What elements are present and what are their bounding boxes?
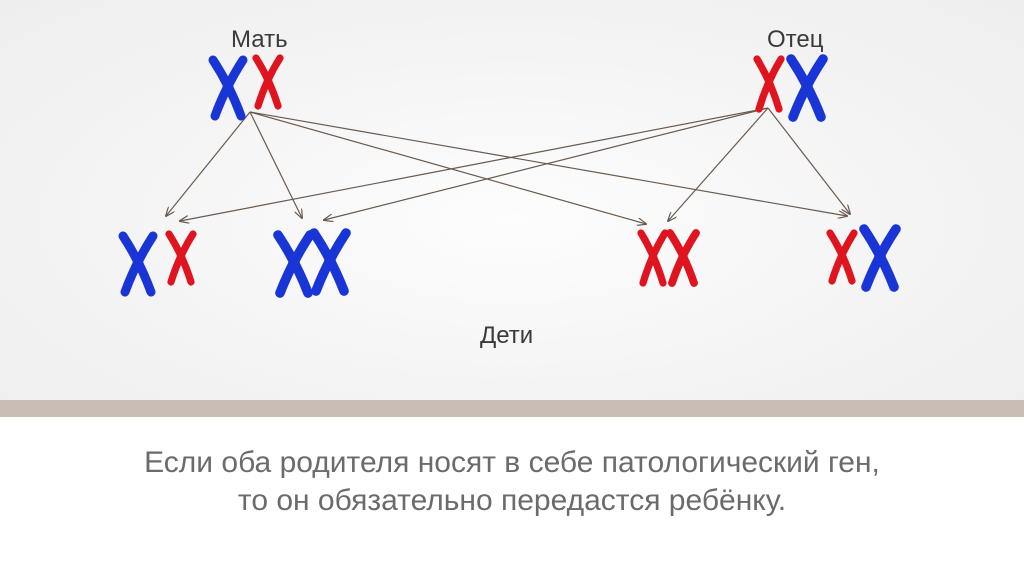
diagram-area [0,0,1024,400]
child1-chromosome-1-normal [118,231,158,297]
child3-chromosome-1-affected [637,229,669,287]
arrow-mother-child1 [166,111,251,216]
father-arrows [180,107,850,221]
father-chromosomes [753,54,828,122]
father-chromosome-1-affected [753,55,785,113]
child4-chromosomes [826,224,901,292]
children-label: Дети [480,322,534,349]
child2-chromosomes [273,228,351,298]
arrow-father-child1 [180,107,769,221]
child1-chromosomes [118,230,197,297]
child2-chromosome-1-normal [273,230,315,298]
arrow-father-child4 [767,107,850,214]
arrow-mother-child4 [249,111,847,216]
mother-chromosome-1-normal [208,55,248,121]
mother-arrows [166,111,847,224]
inheritance-diagram [118,54,901,298]
child3-chromosomes [637,229,700,287]
child4-chromosome-2-normal [859,224,901,292]
mother-label: Мать [231,26,288,53]
mother-chromosomes [208,54,284,121]
caption-line-2: то он обязательно передастся ребёнку. [237,484,787,517]
arrow-mother-child3 [249,111,646,224]
child2-chromosome-2-normal [309,228,351,296]
arrow-father-child2 [324,107,769,220]
arrow-father-child3 [668,107,769,221]
separator-band [0,400,1024,417]
mother-chromosome-2-affected [252,54,284,110]
arrow-mother-child2 [249,111,302,218]
father-chromosome-2-normal [786,54,828,122]
father-label: Отец [767,26,824,53]
child1-chromosome-2-affected [165,230,197,286]
caption-line-1: Если оба родителя носят в себе патологич… [144,446,880,479]
child3-chromosome-2-affected [666,229,700,287]
child4-chromosome-1-affected [826,229,858,285]
